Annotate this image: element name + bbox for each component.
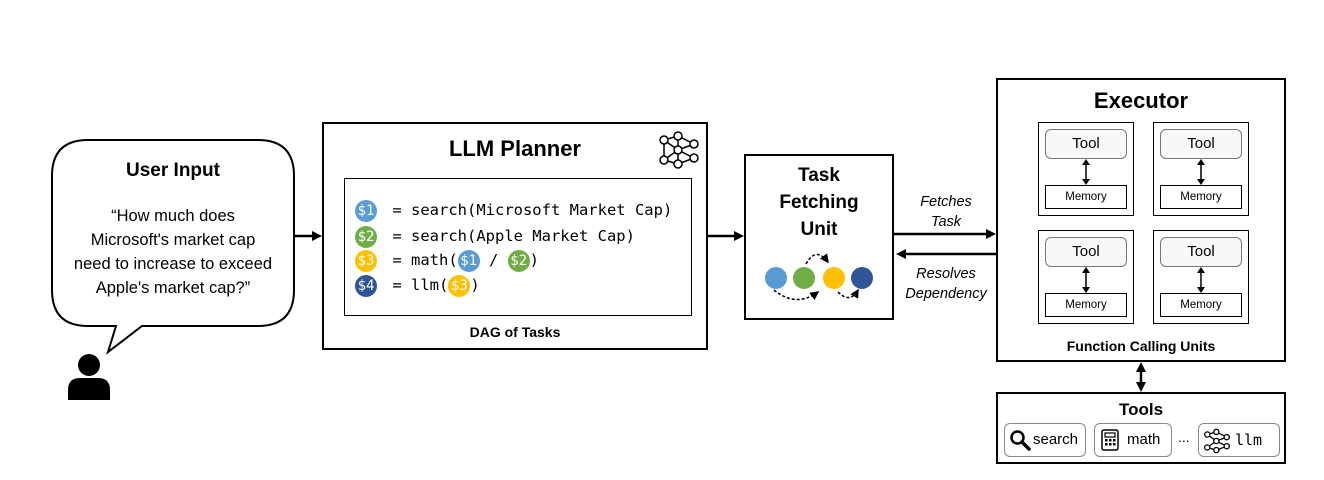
dag-caption: DAG of Tasks [469,324,561,340]
label-line: Task [930,214,962,230]
task-badge-3: $3 [355,249,377,272]
user-query-line: need to increase to exceed [73,255,273,273]
neural-network-icon [659,131,699,169]
title-line: Fetching [779,192,859,213]
tools-ellipsis: ... [1178,429,1190,445]
task-badge-ref-1: $1 [457,249,480,272]
tool-box: Tool [1045,129,1127,159]
tool-box: Tool [1160,129,1242,159]
task-node-3 [823,267,845,289]
user-query-line: Apple's market cap?” [95,279,251,297]
task-node-1 [765,267,787,289]
user-query-line: “How much does [111,207,235,225]
task-badge-ref-2: $2 [507,249,530,272]
tool-label-search: search [1033,431,1079,448]
task-node-2 [793,267,815,289]
fetches-task-label: Fetches Task [900,192,992,232]
code-text: / [479,251,508,269]
function-calling-unit: Tool Memory [1038,230,1134,324]
bidirectional-arrow-icon [1082,267,1090,293]
resolves-dependency-label: Resolves Dependency [898,264,994,304]
memory-box: Memory [1045,185,1127,209]
label-line: Resolves [916,266,976,282]
code-line-4: $4 = llm($3) [355,273,480,297]
llm-planner-box: LLM Planner $1 = search(Microsoft Market… [322,122,708,350]
dag-code-panel: $1 = search(Microsoft Market Cap) $2 = s… [344,178,692,316]
llm-planner-title: LLM Planner [448,136,581,161]
tool-label-math: math [1127,431,1161,448]
search-icon [1010,430,1031,451]
code-text: = search(Microsoft Market Cap) [383,201,673,219]
code-text: = search(Apple Market Cap) [383,227,635,245]
title-line: Task [798,165,840,186]
user-input-title: User Input [126,160,220,181]
code-line-3: $3 = math($1 / $2) [355,248,539,272]
task-badge-ref-3: $3 [448,274,471,297]
task-fetching-unit-box: Task Fetching Unit [744,154,894,320]
memory-box: Memory [1160,185,1242,209]
task-badge-4: $4 [355,274,377,297]
code-text: = llm( [383,276,449,294]
code-text: = math( [383,251,458,269]
memory-box: Memory [1045,293,1127,317]
tool-chip-llm: llm [1198,423,1280,457]
label-line: Dependency [905,286,987,302]
tool-chip-math: math [1094,423,1172,457]
user-query-line: Microsoft's market cap [90,231,256,249]
tool-box: Tool [1160,237,1242,267]
function-calling-unit: Tool Memory [1153,230,1249,324]
neural-network-icon [1204,428,1230,454]
executor-title: Executor [1093,88,1189,113]
task-queue-graphic [765,253,873,301]
function-calling-unit: Tool Memory [1153,122,1249,216]
user-query: “How much does Microsoft's market cap ne… [52,204,294,300]
task-badge-2: $2 [355,225,377,248]
tools-title: Tools [1118,400,1164,419]
title-line: Unit [800,219,838,240]
code-line-1: $1 = search(Microsoft Market Cap) [355,198,672,222]
executor-box: Executor Tool Memory Tool Memory Tool Me… [996,78,1286,362]
label-line: Fetches [920,194,972,210]
code-text: ) [470,276,480,294]
bidirectional-arrow-icon [1197,159,1205,185]
speech-bubble [51,139,295,355]
code-text: ) [529,251,539,269]
tool-box: Tool [1045,237,1127,267]
code-line-2: $2 = search(Apple Market Cap) [355,224,635,248]
user-icon [68,354,110,400]
task-fetching-title: Task Fetching Unit [746,162,892,243]
bidirectional-arrow-icon [1082,159,1090,185]
tool-chip-search: search [1004,423,1086,457]
calculator-icon [1101,429,1119,451]
tool-label-llm: llm [1235,431,1263,449]
executor-caption: Function Calling Units [1066,338,1216,354]
memory-box: Memory [1160,293,1242,317]
function-calling-unit: Tool Memory [1038,122,1134,216]
bidirectional-arrow-icon [1197,267,1205,293]
task-node-4 [851,267,873,289]
task-badge-1: $1 [355,199,377,222]
